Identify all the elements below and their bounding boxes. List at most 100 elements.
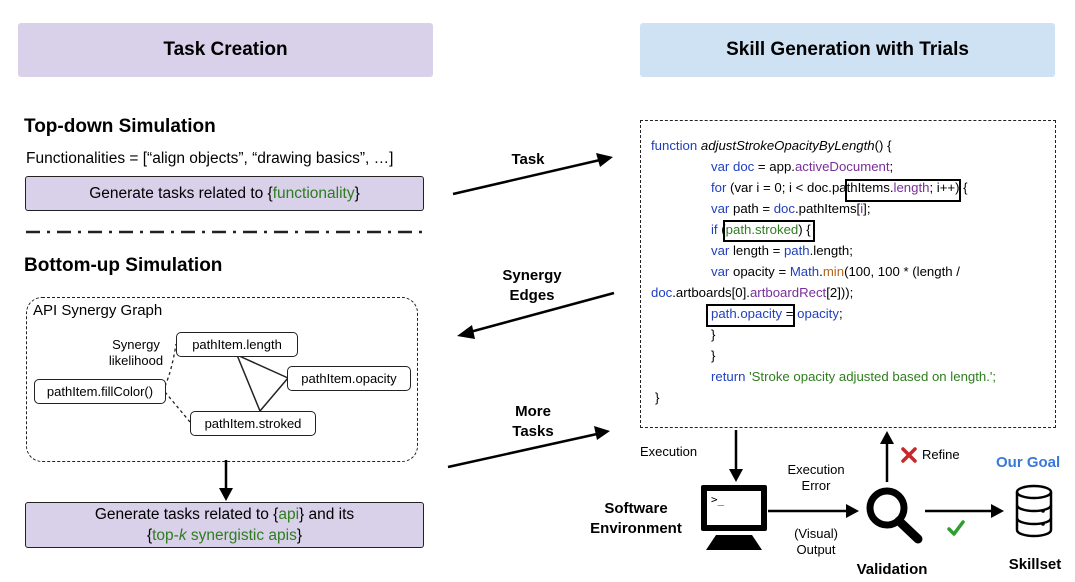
code-line-11: } <box>711 348 716 363</box>
our-goal-label: Our Goal <box>996 454 1061 471</box>
code-line-1: function adjustStrokeOpacityByLength() { <box>651 135 891 156</box>
highlight-pathitems-length <box>845 179 961 202</box>
execution-error-line2: Error <box>801 478 831 493</box>
code-kw: var <box>711 264 730 279</box>
code-text: (100, 100 * (length / <box>844 264 960 279</box>
bottomup-l1-prefix: Generate tasks related to { <box>94 506 279 523</box>
code-kw: function <box>651 138 698 153</box>
code-text: .artboards[0]. <box>672 285 750 300</box>
more-tasks-line2: Tasks <box>512 423 554 440</box>
code-func-name: adjustStrokeOpacityByLength <box>700 138 875 153</box>
down-arrow-graph <box>219 460 233 501</box>
synergy-likelihood-line1: Synergy <box>112 337 160 352</box>
section-divider <box>26 230 422 234</box>
code-kw: for <box>711 180 727 195</box>
graph-title: API Synergy Graph <box>33 302 163 319</box>
code-text: .pathItems[ <box>794 201 861 216</box>
validation-label: Validation <box>856 561 928 578</box>
magnifier-icon <box>866 487 923 544</box>
code-text: = app. <box>754 159 795 174</box>
functionalities-line: Functionalities = [“align objects”, “dra… <box>26 150 394 167</box>
node-pathitem-fillcolor: pathItem.fillColor() <box>34 379 166 404</box>
synergy-edges-line1: Synergy <box>502 267 562 284</box>
execution-error-label: Execution Error <box>778 462 854 494</box>
code-kw: var <box>711 159 730 174</box>
code-block <box>640 120 1056 428</box>
synergy-edges-label: Synergy Edges <box>492 266 572 306</box>
check-icon <box>947 520 965 536</box>
node-pathitem-stroked: pathItem.stroked <box>190 411 316 436</box>
highlight-path-stroked <box>723 220 815 242</box>
code-prop: path.stroked <box>725 222 799 237</box>
code-prop: artboardRect <box>749 285 827 300</box>
synergy-edges-line2: Edges <box>509 287 555 304</box>
topdown-title: Top-down Simulation <box>24 116 216 137</box>
code-var: doc <box>773 201 795 216</box>
code-line-6: var length = path.length; <box>711 240 853 261</box>
highlight-path-opacity <box>706 304 795 327</box>
code-var: Math <box>789 264 820 279</box>
topdown-task-suffix: } <box>354 185 360 202</box>
visual-output-line2: Output <box>796 542 836 557</box>
code-var: doc <box>651 285 673 300</box>
bottomup-l2-var2: synergistic apis <box>186 527 297 544</box>
code-text: ; <box>838 306 843 321</box>
more-tasks-label: More Tasks <box>497 402 569 442</box>
bottomup-l1-suffix: } and its <box>299 506 355 523</box>
code-text: ]; <box>863 201 871 216</box>
code-text: (var i = 0; i < doc. <box>726 180 832 195</box>
execution-label: Execution <box>640 444 698 459</box>
synergy-likelihood-label: Synergy likelihood <box>104 337 168 369</box>
software-environment-label: Software Environment <box>578 499 694 539</box>
code-line-9: path.opacity = opacity; <box>711 303 843 324</box>
code-text: ) { <box>798 222 811 237</box>
node-pathitem-length: pathItem.length <box>176 332 298 357</box>
code-line-13: } <box>655 390 660 405</box>
api-synergy-graph <box>26 297 418 462</box>
cross-icon <box>901 447 917 463</box>
task-arrow-label: Task <box>511 151 545 168</box>
software-env-line2: Environment <box>590 520 682 537</box>
code-text: . <box>819 264 823 279</box>
code-line-2: var doc = app.activeDocument; <box>711 156 893 177</box>
code-text: .length; <box>809 243 853 258</box>
code-text: () { <box>874 138 892 153</box>
execution-error-line1: Execution <box>787 462 845 477</box>
topdown-task-var: functionality <box>272 185 355 202</box>
bottomup-title: Bottom-up Simulation <box>24 255 223 276</box>
code-prop: i <box>860 201 864 216</box>
code-text: opacity = <box>729 264 790 279</box>
task-creation-header: Task Creation <box>18 23 433 77</box>
code-kw: var <box>711 243 730 258</box>
topdown-task-box: Generate tasks related to {functionality… <box>25 176 424 211</box>
code-line-7: var opacity = Math.min(100, 100 * (lengt… <box>711 261 960 282</box>
code-line-3: for (var i = 0; i < doc.pathItems.length… <box>711 177 968 198</box>
code-line-10: } <box>711 327 716 342</box>
code-func: min <box>822 264 845 279</box>
code-prop: path.opacity <box>711 306 783 321</box>
code-prop: activeDocument <box>794 159 890 174</box>
svg-text:>_: >_ <box>711 493 725 506</box>
code-kw: return <box>711 369 746 384</box>
code-text: length = <box>729 243 784 258</box>
synergy-likelihood-line2: likelihood <box>108 353 164 368</box>
code-text: . <box>889 180 894 195</box>
code-line-8: doc.artboards[0].artboardRect[2])); <box>651 282 853 303</box>
bottomup-l2-suffix: } <box>296 527 303 544</box>
visual-output-label: (Visual) Output <box>780 526 852 558</box>
bottomup-l2-var1: top- <box>152 527 179 544</box>
more-tasks-line1: More <box>515 403 551 420</box>
code-line-12: return 'Stroke opacity adjusted based on… <box>711 366 996 387</box>
refine-label: Refine <box>922 447 960 462</box>
bottomup-l2-k: k <box>178 527 187 544</box>
code-text: [2])); <box>826 285 854 300</box>
bottomup-l2-prefix: { <box>146 527 153 544</box>
node-pathitem-opacity: pathItem.opacity <box>287 366 411 391</box>
topdown-task-prefix: Generate tasks related to { <box>89 185 273 202</box>
code-prop: length <box>893 180 930 195</box>
code-var: path <box>783 243 810 258</box>
code-text: ; <box>889 159 894 174</box>
